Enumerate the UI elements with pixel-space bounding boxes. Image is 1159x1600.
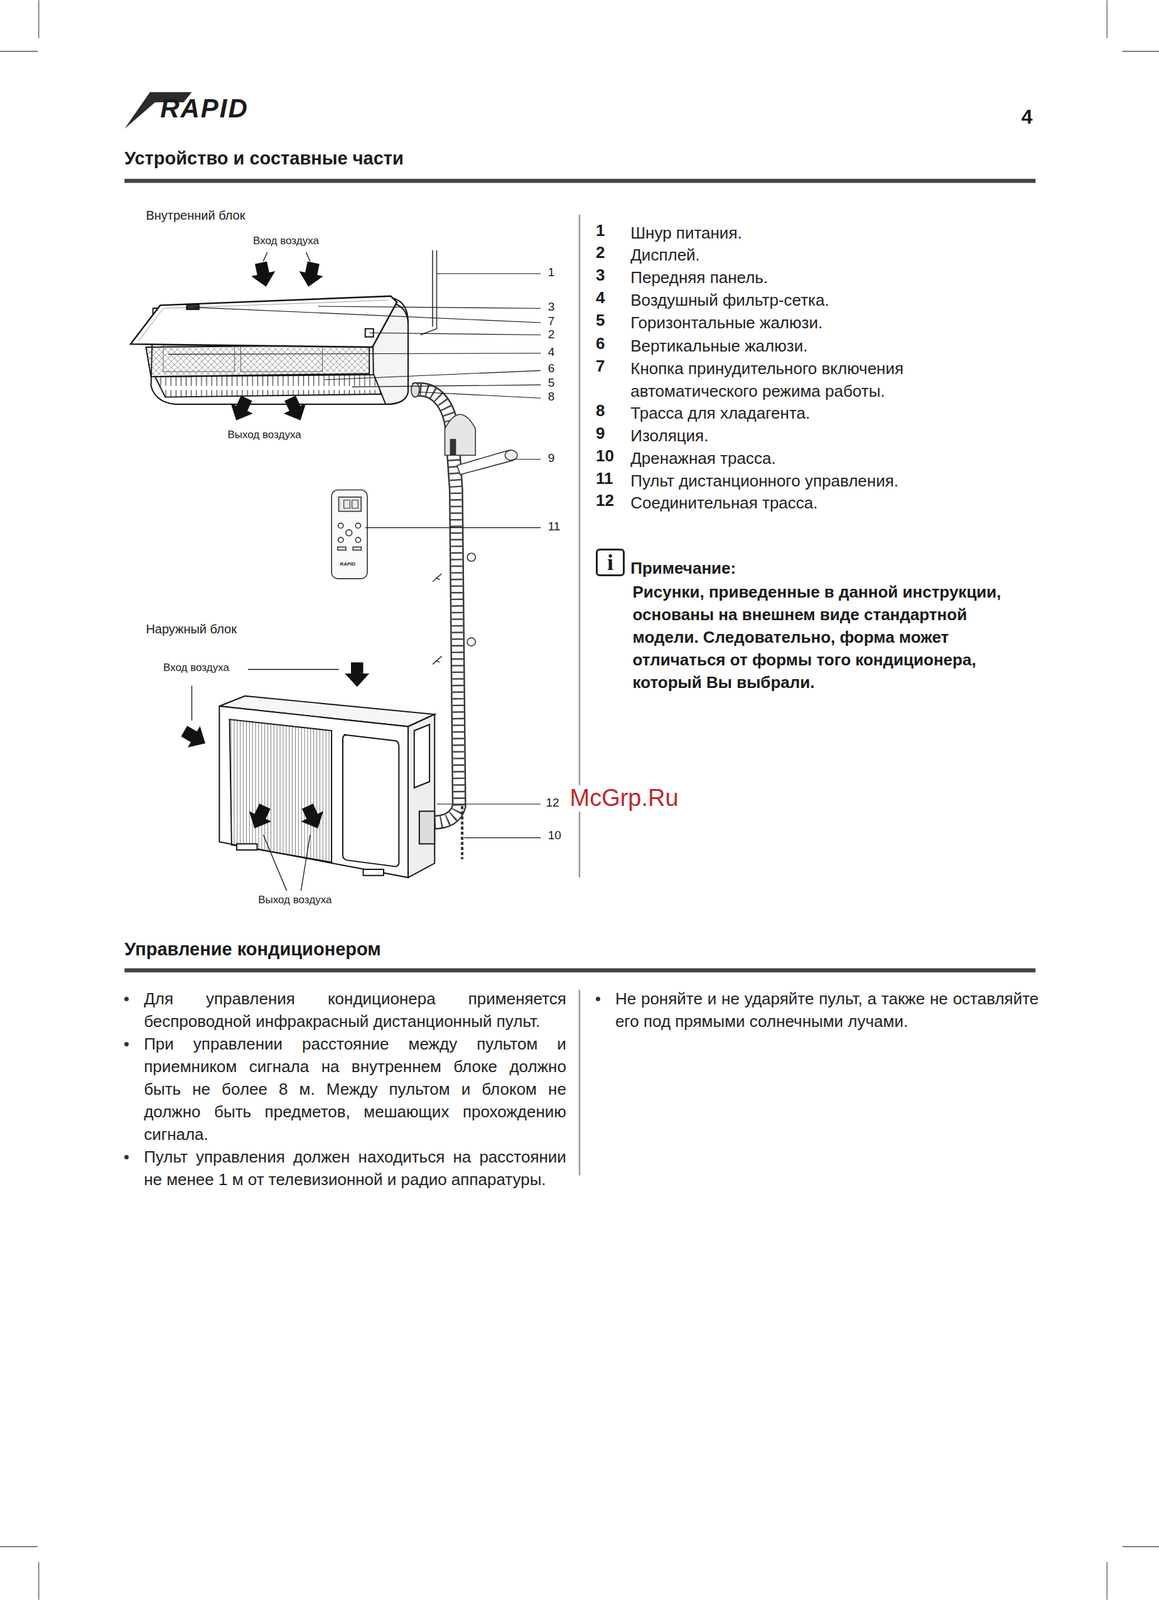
air-arrow: [344, 662, 370, 687]
air-arrow: [225, 393, 259, 426]
logo-text: RAPID: [160, 94, 249, 124]
callout-number: 1: [548, 266, 556, 280]
list-item: Дренажная трасса.: [630, 447, 1019, 470]
list-number: 12: [595, 491, 615, 510]
heading-bar: [124, 968, 1036, 974]
icon-letter: i: [607, 551, 614, 574]
list-item: Соединительная трасса.: [630, 491, 1019, 515]
list-number: 4: [595, 288, 605, 308]
list-item: Передняя панель.: [630, 266, 1019, 289]
callout-number: 3: [548, 300, 556, 314]
leader-line: [168, 273, 541, 839]
air-arrow: [178, 720, 212, 755]
callout-number: 9: [548, 452, 556, 466]
list-number: 7: [595, 357, 605, 376]
list-number: 9: [595, 424, 605, 443]
list-number: 11: [595, 469, 614, 488]
list-item: Трасса для хладагента.: [630, 401, 1019, 425]
air-label: Выход воздуха: [227, 429, 301, 442]
bullet-text: Пульт управления должен находиться на ра…: [143, 1145, 567, 1192]
wall-sleeve: [450, 438, 457, 456]
bullet-dot: [124, 997, 129, 1002]
list-item: Дисплей.: [630, 243, 1019, 267]
leader-line: [192, 669, 340, 892]
info-icon: i: [595, 548, 625, 577]
list-number: 6: [595, 334, 605, 353]
bullet-dot: [124, 1042, 129, 1047]
callout-number: 5: [548, 376, 556, 390]
heading-bar: [124, 178, 1036, 184]
outdoor-unit: [219, 696, 435, 878]
list-item: Вертикальные жалюзи.: [630, 334, 1019, 358]
column-divider: [578, 214, 581, 1176]
page-number: 4: [1021, 106, 1033, 129]
insulation-tube: [504, 450, 518, 461]
callout-number: 10: [548, 829, 562, 843]
section-heading: Управление кондиционером: [124, 939, 382, 960]
drain-hose: [460, 806, 464, 860]
callout-number: 4: [548, 345, 556, 360]
watermark: McGrp.Ru: [567, 785, 682, 812]
list-number: 10: [595, 447, 615, 466]
air-arrow: [243, 801, 277, 834]
note-body: Рисунки, приведенные в данной инструкции…: [632, 580, 1013, 694]
remote-logo: RAPID: [339, 561, 356, 568]
callout-number: 2: [548, 328, 556, 342]
callout-number: 7: [548, 315, 556, 329]
list-item: Пульт дистанционного управления.: [630, 469, 1019, 493]
air-arrow: [248, 259, 278, 289]
remote-control: [331, 490, 368, 579]
wall-sleeve: [445, 414, 476, 456]
bullet-dot: [595, 997, 601, 1002]
callout-number: 11: [548, 520, 561, 534]
list-number: 1: [595, 221, 605, 240]
list-number: 2: [595, 243, 605, 262]
power-cord: [420, 250, 437, 336]
bullet-column: Не роняйте и не ударяйте пульт, а также …: [615, 987, 1039, 1033]
bullet-text: При управлении расстояние между пультом …: [143, 1032, 567, 1146]
list-item: Шнур питания.: [630, 221, 1019, 245]
section-heading: Устройство и составные части: [124, 148, 404, 169]
callout-number: 8: [548, 390, 556, 404]
air-arrow: [296, 801, 329, 834]
pipe-clip: [432, 553, 476, 665]
unit-title: Внутренний блок: [145, 208, 245, 223]
bullet-text: Не роняйте и не ударяйте пульт, а также …: [615, 987, 1039, 1033]
indoor-unit: [130, 296, 409, 405]
list-item: Изоляция.: [630, 424, 1019, 448]
bullet-text: Для управления кондиционера применяется …: [143, 987, 567, 1033]
unit-title: Наружный блок: [145, 622, 237, 637]
bullet-dot: [124, 1155, 129, 1160]
air-label: Вход воздуха: [253, 235, 319, 248]
bullet-column: Для управления кондиционера применяется …: [143, 987, 567, 1192]
list-item: Кнопка принудительного включения автомат…: [630, 357, 1019, 403]
list-item: Воздушный фильтр-сетка.: [630, 288, 1019, 312]
note-heading: Примечание:: [630, 559, 736, 578]
air-label: Вход воздуха: [163, 662, 230, 675]
air-arrow: [278, 393, 312, 426]
list-number: 8: [595, 401, 605, 421]
callout-number: 6: [548, 362, 556, 376]
callout-number: 12: [545, 796, 559, 810]
list-item: Горизонтальные жалюзи.: [630, 311, 1019, 335]
air-arrow: [296, 259, 326, 289]
leader-line: [263, 252, 311, 262]
list-number: 5: [595, 311, 605, 330]
list-number: 3: [595, 266, 605, 285]
air-label: Выход воздуха: [258, 894, 332, 907]
